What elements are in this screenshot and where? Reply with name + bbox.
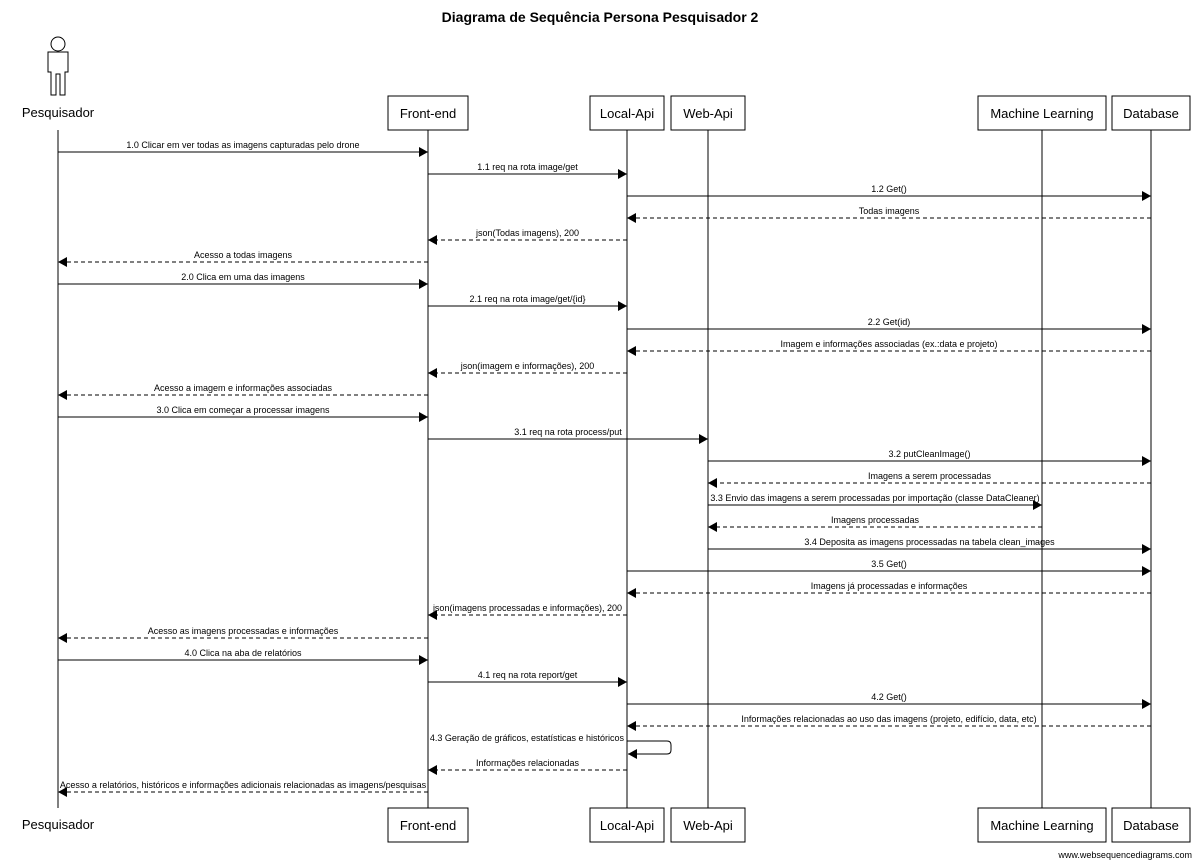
message-label: 4.0 Clica na aba de relatórios: [184, 648, 302, 658]
actor-top: Pesquisador: [22, 36, 95, 120]
message: Imagens já processadas e informações: [627, 581, 1151, 598]
lifelines: [57, 130, 1152, 808]
message-label: 1.2 Get(): [871, 184, 907, 194]
participant-label: Front-end: [400, 106, 456, 121]
participant-box-frontend: Front-end: [387, 807, 469, 843]
message-label: Imagens processadas: [831, 515, 920, 525]
message-label: 3.1 req na rota process/put: [514, 427, 622, 437]
message: 2.1 req na rota image/get/{id}: [428, 294, 627, 311]
participant-label: Database: [1123, 818, 1179, 833]
message-label: 3.2 putCleanImage(): [888, 449, 970, 459]
message-label: Acesso a imagem e informações associadas: [154, 383, 333, 393]
participant-box-frontend: Front-end: [387, 95, 469, 131]
message-label: 3.5 Get(): [871, 559, 907, 569]
message: 4.0 Clica na aba de relatórios: [58, 648, 428, 665]
message-label: 2.2 Get(id): [868, 317, 911, 327]
participant-box-ml: Machine Learning: [977, 95, 1107, 131]
participant-label: Front-end: [400, 818, 456, 833]
message-label: 2.1 req na rota image/get/{id}: [469, 294, 585, 304]
message: 3.2 putCleanImage(): [708, 449, 1151, 466]
participant-label: Web-Api: [683, 106, 733, 121]
participant-label: Machine Learning: [990, 106, 1093, 121]
message-label: 3.0 Clica em começar a processar imagens: [156, 405, 330, 415]
message: 3.3 Envio das imagens a serem processada…: [708, 493, 1042, 510]
participant-box-database: Database: [1111, 95, 1191, 131]
message: 3.1 req na rota process/put: [428, 427, 708, 444]
message: 2.2 Get(id): [627, 317, 1151, 334]
message-arrow: [627, 740, 672, 759]
message-label: Informações relacionadas: [476, 758, 580, 768]
diagram-title: Diagrama de Sequência Persona Pesquisado…: [442, 9, 759, 25]
message-label: json(imagens processadas e informações),…: [432, 603, 622, 613]
message-label: 4.3 Geração de gráficos, estatísticas e …: [430, 733, 625, 743]
message: Imagens a serem processadas: [708, 471, 1151, 488]
participant-box-ml: Machine Learning: [977, 807, 1107, 843]
message-label: Acesso a todas imagens: [194, 250, 293, 260]
message-label: 1.0 Clicar em ver todas as imagens captu…: [126, 140, 359, 150]
message-label: Informações relacionadas ao uso das imag…: [741, 714, 1036, 724]
message: 1.1 req na rota image/get: [428, 162, 627, 179]
message-label: Imagens já processadas e informações: [811, 581, 968, 591]
message: 3.0 Clica em começar a processar imagens: [58, 405, 428, 422]
message-label: 4.2 Get(): [871, 692, 907, 702]
actor-figure-icon: [47, 36, 69, 96]
message-label: 2.0 Clica em uma das imagens: [181, 272, 305, 282]
message-label: 3.3 Envio das imagens a serem processada…: [710, 493, 1039, 503]
participant-label: Pesquisador: [22, 817, 95, 832]
message: Informações relacionadas ao uso das imag…: [627, 714, 1151, 731]
message: Acesso a todas imagens: [58, 250, 428, 267]
message-label: 3.4 Deposita as imagens processadas na t…: [804, 537, 1055, 547]
message: json(imagens processadas e informações),…: [428, 603, 627, 620]
footer-credit: www.websequencediagrams.com: [1057, 850, 1192, 860]
message: Imagem e informações associadas (ex.:dat…: [627, 339, 1151, 356]
message: 4.2 Get(): [627, 692, 1151, 709]
message-label: Imagens a serem processadas: [868, 471, 992, 481]
participant-label: Local-Api: [600, 818, 654, 833]
participant-label: Web-Api: [683, 818, 733, 833]
participant-label: Pesquisador: [22, 105, 95, 120]
message-label: json(imagem e informações), 200: [460, 361, 595, 371]
message-label: Todas imagens: [859, 206, 920, 216]
message: Acesso a relatórios, históricos e inform…: [58, 780, 428, 797]
actor-bottom-label: Pesquisador: [22, 817, 95, 832]
message: Imagens processadas: [708, 515, 1042, 532]
message: Informações relacionadas: [428, 758, 627, 775]
participant-box-localapi: Local-Api: [589, 807, 665, 843]
message-label: json(Todas imagens), 200: [475, 228, 579, 238]
message: Todas imagens: [627, 206, 1151, 223]
messages: 1.0 Clicar em ver todas as imagens captu…: [58, 140, 1151, 797]
message-label: Acesso as imagens processadas e informaç…: [148, 626, 339, 636]
message-label: Imagem e informações associadas (ex.:dat…: [780, 339, 997, 349]
participant-label: Database: [1123, 106, 1179, 121]
message: 3.4 Deposita as imagens processadas na t…: [708, 537, 1151, 554]
participant-heads: PesquisadorPesquisadorFront-endFront-end…: [22, 36, 1191, 843]
message: Acesso a imagem e informações associadas: [58, 383, 428, 400]
participant-box-localapi: Local-Api: [589, 95, 665, 131]
message: 3.5 Get(): [627, 559, 1151, 576]
message-label: 1.1 req na rota image/get: [477, 162, 578, 172]
message: json(imagem e informações), 200: [428, 361, 627, 378]
message: json(Todas imagens), 200: [428, 228, 627, 245]
message: 1.0 Clicar em ver todas as imagens captu…: [58, 140, 428, 157]
message: Acesso as imagens processadas e informaç…: [58, 626, 428, 643]
message: 2.0 Clica em uma das imagens: [58, 272, 428, 289]
participant-box-webapi: Web-Api: [670, 95, 746, 131]
participant-label: Machine Learning: [990, 818, 1093, 833]
participant-label: Local-Api: [600, 106, 654, 121]
message: 4.1 req na rota report/get: [428, 670, 627, 687]
message: 4.3 Geração de gráficos, estatísticas e …: [430, 733, 672, 759]
message-label: 4.1 req na rota report/get: [478, 670, 578, 680]
participant-box-database: Database: [1111, 807, 1191, 843]
participant-box-webapi: Web-Api: [670, 807, 746, 843]
message-label: Acesso a relatórios, históricos e inform…: [60, 780, 427, 790]
message: 1.2 Get(): [627, 184, 1151, 201]
